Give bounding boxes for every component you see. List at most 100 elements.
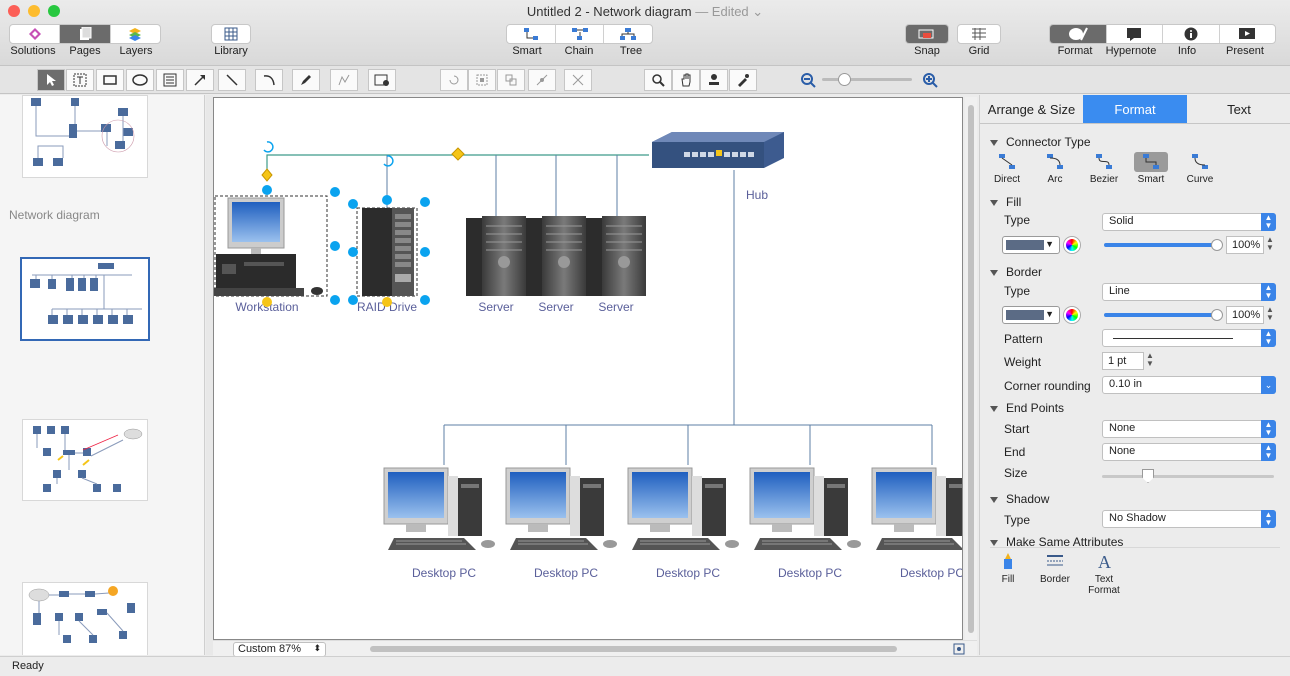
corner-rounding-select[interactable]: 0.10 in⌄ (1102, 376, 1276, 394)
workstation-device[interactable] (214, 195, 328, 297)
server-device[interactable] (586, 216, 646, 296)
snap-button[interactable] (905, 24, 949, 44)
minimize-window-button[interactable] (28, 5, 40, 17)
fill-section[interactable]: Fill (990, 195, 1021, 209)
page-thumbnail-selected[interactable] (20, 257, 150, 341)
color-wheel-icon[interactable] (1064, 307, 1080, 323)
selection-handle[interactable] (420, 295, 430, 305)
stepper-icon[interactable]: ▲▼ (1146, 351, 1154, 368)
border-type-select[interactable]: Line▲▼ (1102, 283, 1276, 301)
page-thumbnail[interactable] (22, 419, 148, 501)
endpoint-size-slider[interactable] (1102, 475, 1274, 478)
tab-arrange-size[interactable]: Arrange & Size (987, 101, 1076, 117)
layers-button[interactable] (111, 25, 160, 43)
raid-drive-device[interactable] (356, 207, 418, 297)
grid-button[interactable] (957, 24, 1001, 44)
end-arrow-select[interactable]: None▲▼ (1102, 443, 1276, 461)
connector-smart-button[interactable]: Smart (1129, 153, 1173, 185)
pen-tool[interactable] (292, 69, 320, 91)
chain-layout-button[interactable] (556, 25, 605, 43)
border-weight-field[interactable]: 1 pt (1102, 352, 1144, 370)
close-window-button[interactable] (8, 5, 20, 17)
arc-tool[interactable] (255, 69, 283, 91)
insert-image-tool[interactable] (368, 69, 396, 91)
format-button[interactable] (1050, 25, 1107, 43)
disconnect-tool[interactable] (564, 69, 592, 91)
group-tool[interactable] (468, 69, 496, 91)
endpoint-size-knob[interactable] (1142, 469, 1154, 483)
stamp-tool[interactable] (700, 69, 728, 91)
stepper-icon[interactable]: ▲▼ (1266, 235, 1274, 252)
border-pattern-select[interactable]: ▲▼ (1102, 329, 1276, 347)
selection-handle[interactable] (382, 195, 392, 205)
line-arrow-tool[interactable] (186, 69, 214, 91)
connector-direct-button[interactable]: Direct (985, 153, 1029, 185)
top-connector[interactable] (266, 154, 649, 216)
tab-text[interactable]: Text (1227, 101, 1251, 117)
connector-bezier-button[interactable]: Bezier (1082, 153, 1126, 185)
shadow-type-select[interactable]: No Shadow▲▼ (1102, 510, 1276, 528)
zoom-slider[interactable] (822, 78, 912, 81)
info-button[interactable] (1163, 25, 1220, 43)
fill-opacity-knob[interactable] (1211, 239, 1223, 251)
selection-handle[interactable] (420, 247, 430, 257)
selection-handle[interactable] (348, 199, 358, 209)
zoom-window-button[interactable] (48, 5, 60, 17)
library-button[interactable] (211, 24, 251, 44)
zoom-select[interactable]: Custom 87%⬍ (233, 642, 326, 657)
line-tool[interactable] (218, 69, 246, 91)
desktop-pc-device[interactable] (749, 467, 861, 550)
tab-format[interactable]: Format (1083, 95, 1187, 123)
selection-handle[interactable] (330, 241, 340, 251)
server-device[interactable] (466, 216, 526, 296)
pointer-tool[interactable] (37, 69, 65, 91)
page-thumbnail[interactable] (22, 95, 148, 178)
selection-handle[interactable] (262, 185, 272, 195)
selection-handle[interactable] (330, 187, 340, 197)
pan-tool[interactable] (672, 69, 700, 91)
vertical-scrollbar[interactable] (965, 97, 977, 640)
oval-tool[interactable] (126, 69, 154, 91)
stepper-icon[interactable]: ▲▼ (1266, 305, 1274, 322)
border-section[interactable]: Border (990, 265, 1042, 279)
left-panel-divider[interactable] (206, 95, 213, 655)
zoom-tool[interactable] (644, 69, 672, 91)
selection-handle[interactable] (262, 297, 272, 307)
desktop-pc-device[interactable] (383, 467, 495, 550)
start-arrow-select[interactable]: None▲▼ (1102, 420, 1276, 438)
desktop-pc-device[interactable] (871, 467, 963, 550)
present-button[interactable] (1220, 25, 1276, 43)
hub-device[interactable] (652, 132, 784, 168)
ungroup-tool[interactable] (497, 69, 525, 91)
border-color-well[interactable]: ▼ (1002, 306, 1060, 324)
border-opacity-slider[interactable] (1104, 313, 1218, 317)
selection-handle[interactable] (330, 295, 340, 305)
fill-type-select[interactable]: Solid▲▼ (1102, 213, 1276, 231)
desktop-pc-device[interactable] (627, 467, 739, 550)
rotate-tool[interactable] (440, 69, 468, 91)
selection-handle[interactable] (348, 247, 358, 257)
rectangle-tool[interactable] (96, 69, 124, 91)
desktop-pc-device[interactable] (505, 467, 617, 550)
shadow-section[interactable]: Shadow (990, 492, 1049, 506)
connector-arc-button[interactable]: Arc (1033, 153, 1077, 185)
end-points-section[interactable]: End Points (990, 401, 1064, 415)
eyedropper-tool[interactable] (729, 69, 757, 91)
bottom-connector[interactable] (443, 170, 933, 465)
horizontal-scrollbar-thumb[interactable] (370, 646, 897, 652)
border-opacity-knob[interactable] (1211, 309, 1223, 321)
fill-opacity-slider[interactable] (1104, 243, 1218, 247)
tree-layout-button[interactable] (604, 25, 652, 43)
polyline-tool[interactable] (330, 69, 358, 91)
smart-layout-button[interactable] (507, 25, 556, 43)
make-same-fill-button[interactable]: Fill (986, 553, 1030, 585)
fill-color-well[interactable]: ▼ (1002, 236, 1060, 254)
hypernote-button[interactable] (1107, 25, 1163, 43)
fit-page-button[interactable] (953, 643, 965, 658)
text-box-tool[interactable] (66, 69, 94, 91)
server-device[interactable] (526, 216, 586, 296)
pages-button[interactable] (60, 25, 111, 43)
vertical-scrollbar-thumb[interactable] (968, 105, 974, 633)
connector-type-section[interactable]: Connector Type (990, 135, 1091, 149)
